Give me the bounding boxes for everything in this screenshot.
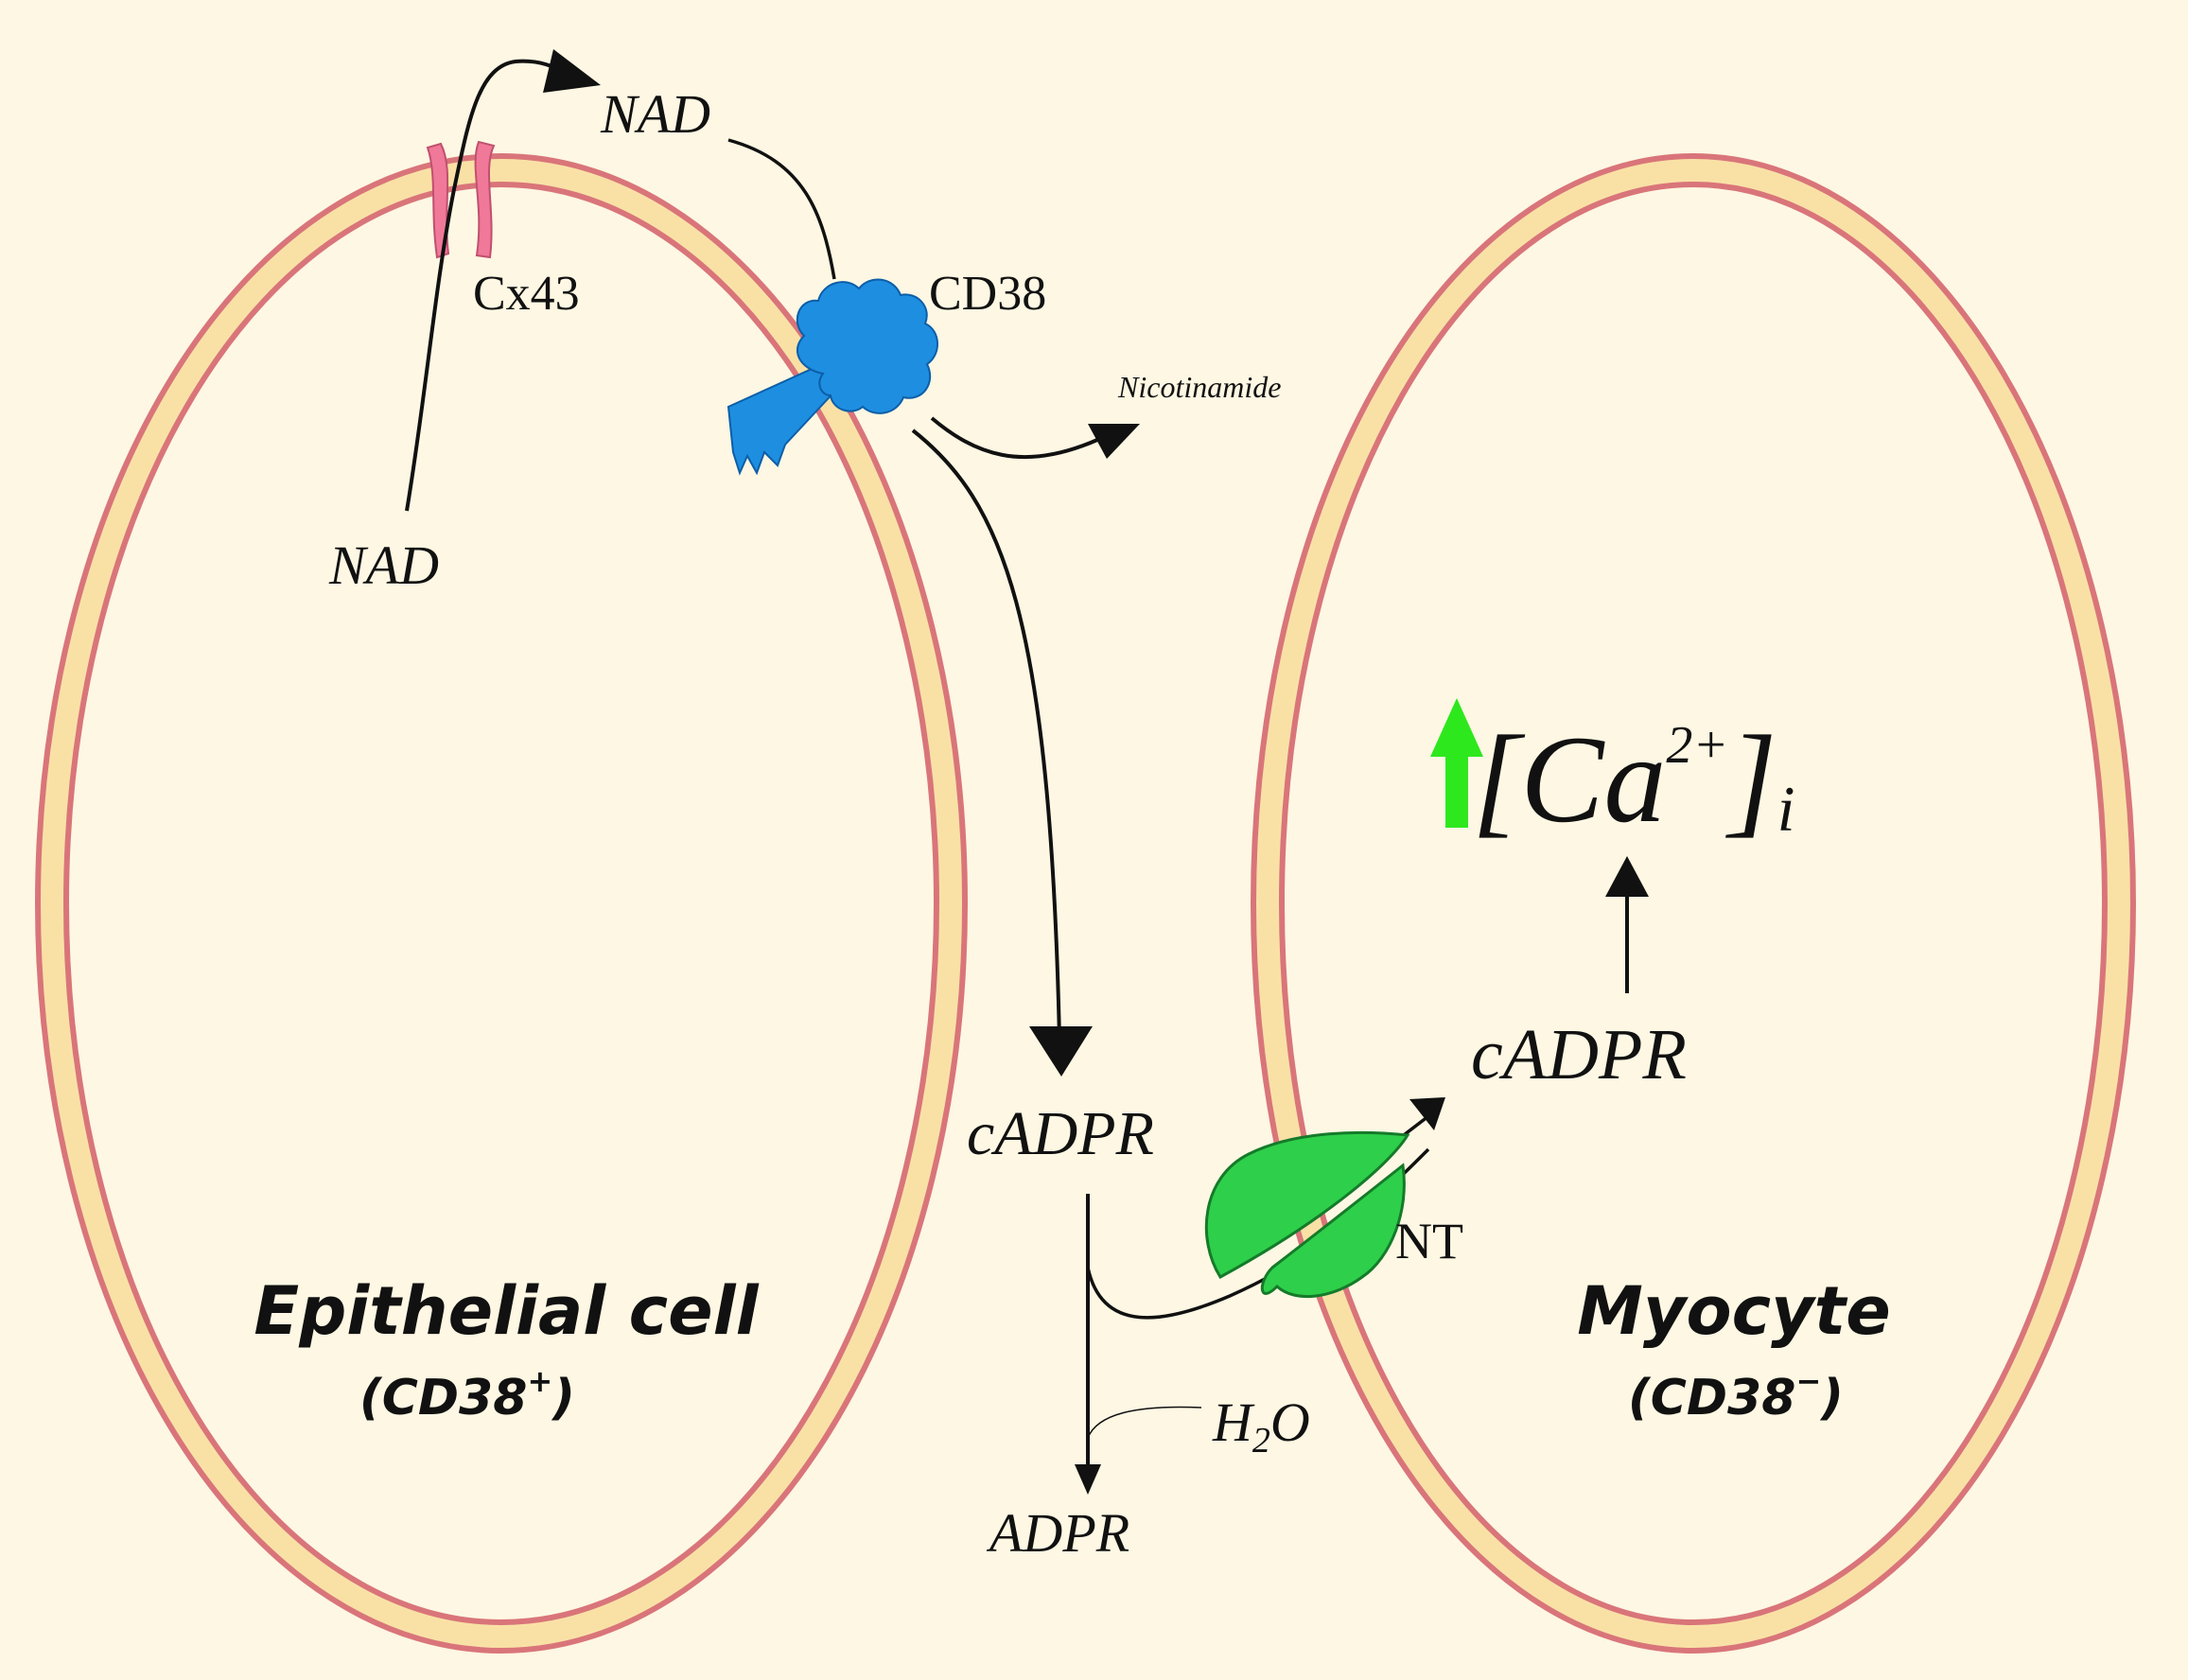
myocyte-marker-sup: − — [1795, 1363, 1821, 1399]
label-cd38: CD38 — [929, 267, 1046, 321]
label-calcium-close: ] — [1724, 709, 1777, 849]
nicotinamide-arrow — [930, 416, 1098, 460]
label-nt: NT — [1395, 1213, 1463, 1269]
label-h2o: H2O — [1212, 1391, 1310, 1461]
epithelial-cell — [35, 153, 968, 1654]
cx43-channel-icon — [426, 140, 496, 259]
label-h2o-h: H — [1212, 1391, 1255, 1453]
nad-to-cd38-line — [727, 138, 836, 280]
nucleoside-transporter-icon — [1204, 1130, 1410, 1299]
label-cadpr-extracellular: cADPR — [967, 1099, 1154, 1168]
cd38-to-cadpr-arrow — [911, 429, 1061, 1041]
epithelial-marker-sup: + — [527, 1363, 552, 1399]
label-h2o-o: O — [1270, 1391, 1310, 1453]
epithelial-marker-open: (CD38 — [359, 1370, 527, 1426]
cadpr-to-adpr-arrowhead — [1075, 1464, 1101, 1495]
nad-export-arrowhead — [543, 49, 601, 93]
cd38-to-cadpr-arrowhead — [1029, 1026, 1093, 1076]
myocyte-marker-open: (CD38 — [1628, 1370, 1795, 1426]
myocyte-membrane-inner — [1279, 182, 2108, 1625]
cd38-enzyme-icon — [726, 278, 938, 476]
calcium-increase-arrow — [1430, 698, 1483, 828]
myocyte-cell-marker: (CD38−) — [1628, 1363, 1844, 1426]
cadpr-to-calcium-arrowhead — [1605, 856, 1649, 897]
epithelial-cell-name: Epithelial cell — [254, 1272, 759, 1350]
label-nad-inside: NAD — [328, 534, 439, 596]
epithelial-marker-close: ) — [551, 1370, 575, 1426]
epithelial-cell-marker: (CD38+) — [359, 1363, 575, 1426]
label-nad-outside: NAD — [600, 83, 710, 145]
label-calcium-sup: 2+ — [1666, 716, 1728, 775]
myocyte-cell — [1251, 153, 2136, 1654]
label-h2o-sub: 2 — [1252, 1421, 1270, 1461]
label-calcium-sub: i — [1777, 773, 1795, 845]
label-cx43: Cx43 — [473, 267, 580, 321]
label-calcium-open: [Ca — [1472, 709, 1666, 849]
nad-export-arrow — [405, 59, 574, 512]
myocyte-marker-close: ) — [1819, 1370, 1844, 1426]
cadpr-transport-arrowhead — [1409, 1097, 1445, 1130]
label-calcium: [Ca2+]i — [1472, 709, 1795, 849]
label-nicotinamide: Nicotinamide — [1117, 370, 1281, 404]
label-adpr: ADPR — [986, 1502, 1129, 1564]
myocyte-cell-name: Myocyte — [1577, 1272, 1890, 1350]
label-cadpr-intracellular: cADPR — [1471, 1015, 1687, 1094]
h2o-join-line — [1087, 1406, 1202, 1439]
epithelial-membrane-inner — [63, 182, 939, 1625]
nicotinamide-arrowhead — [1088, 424, 1140, 459]
